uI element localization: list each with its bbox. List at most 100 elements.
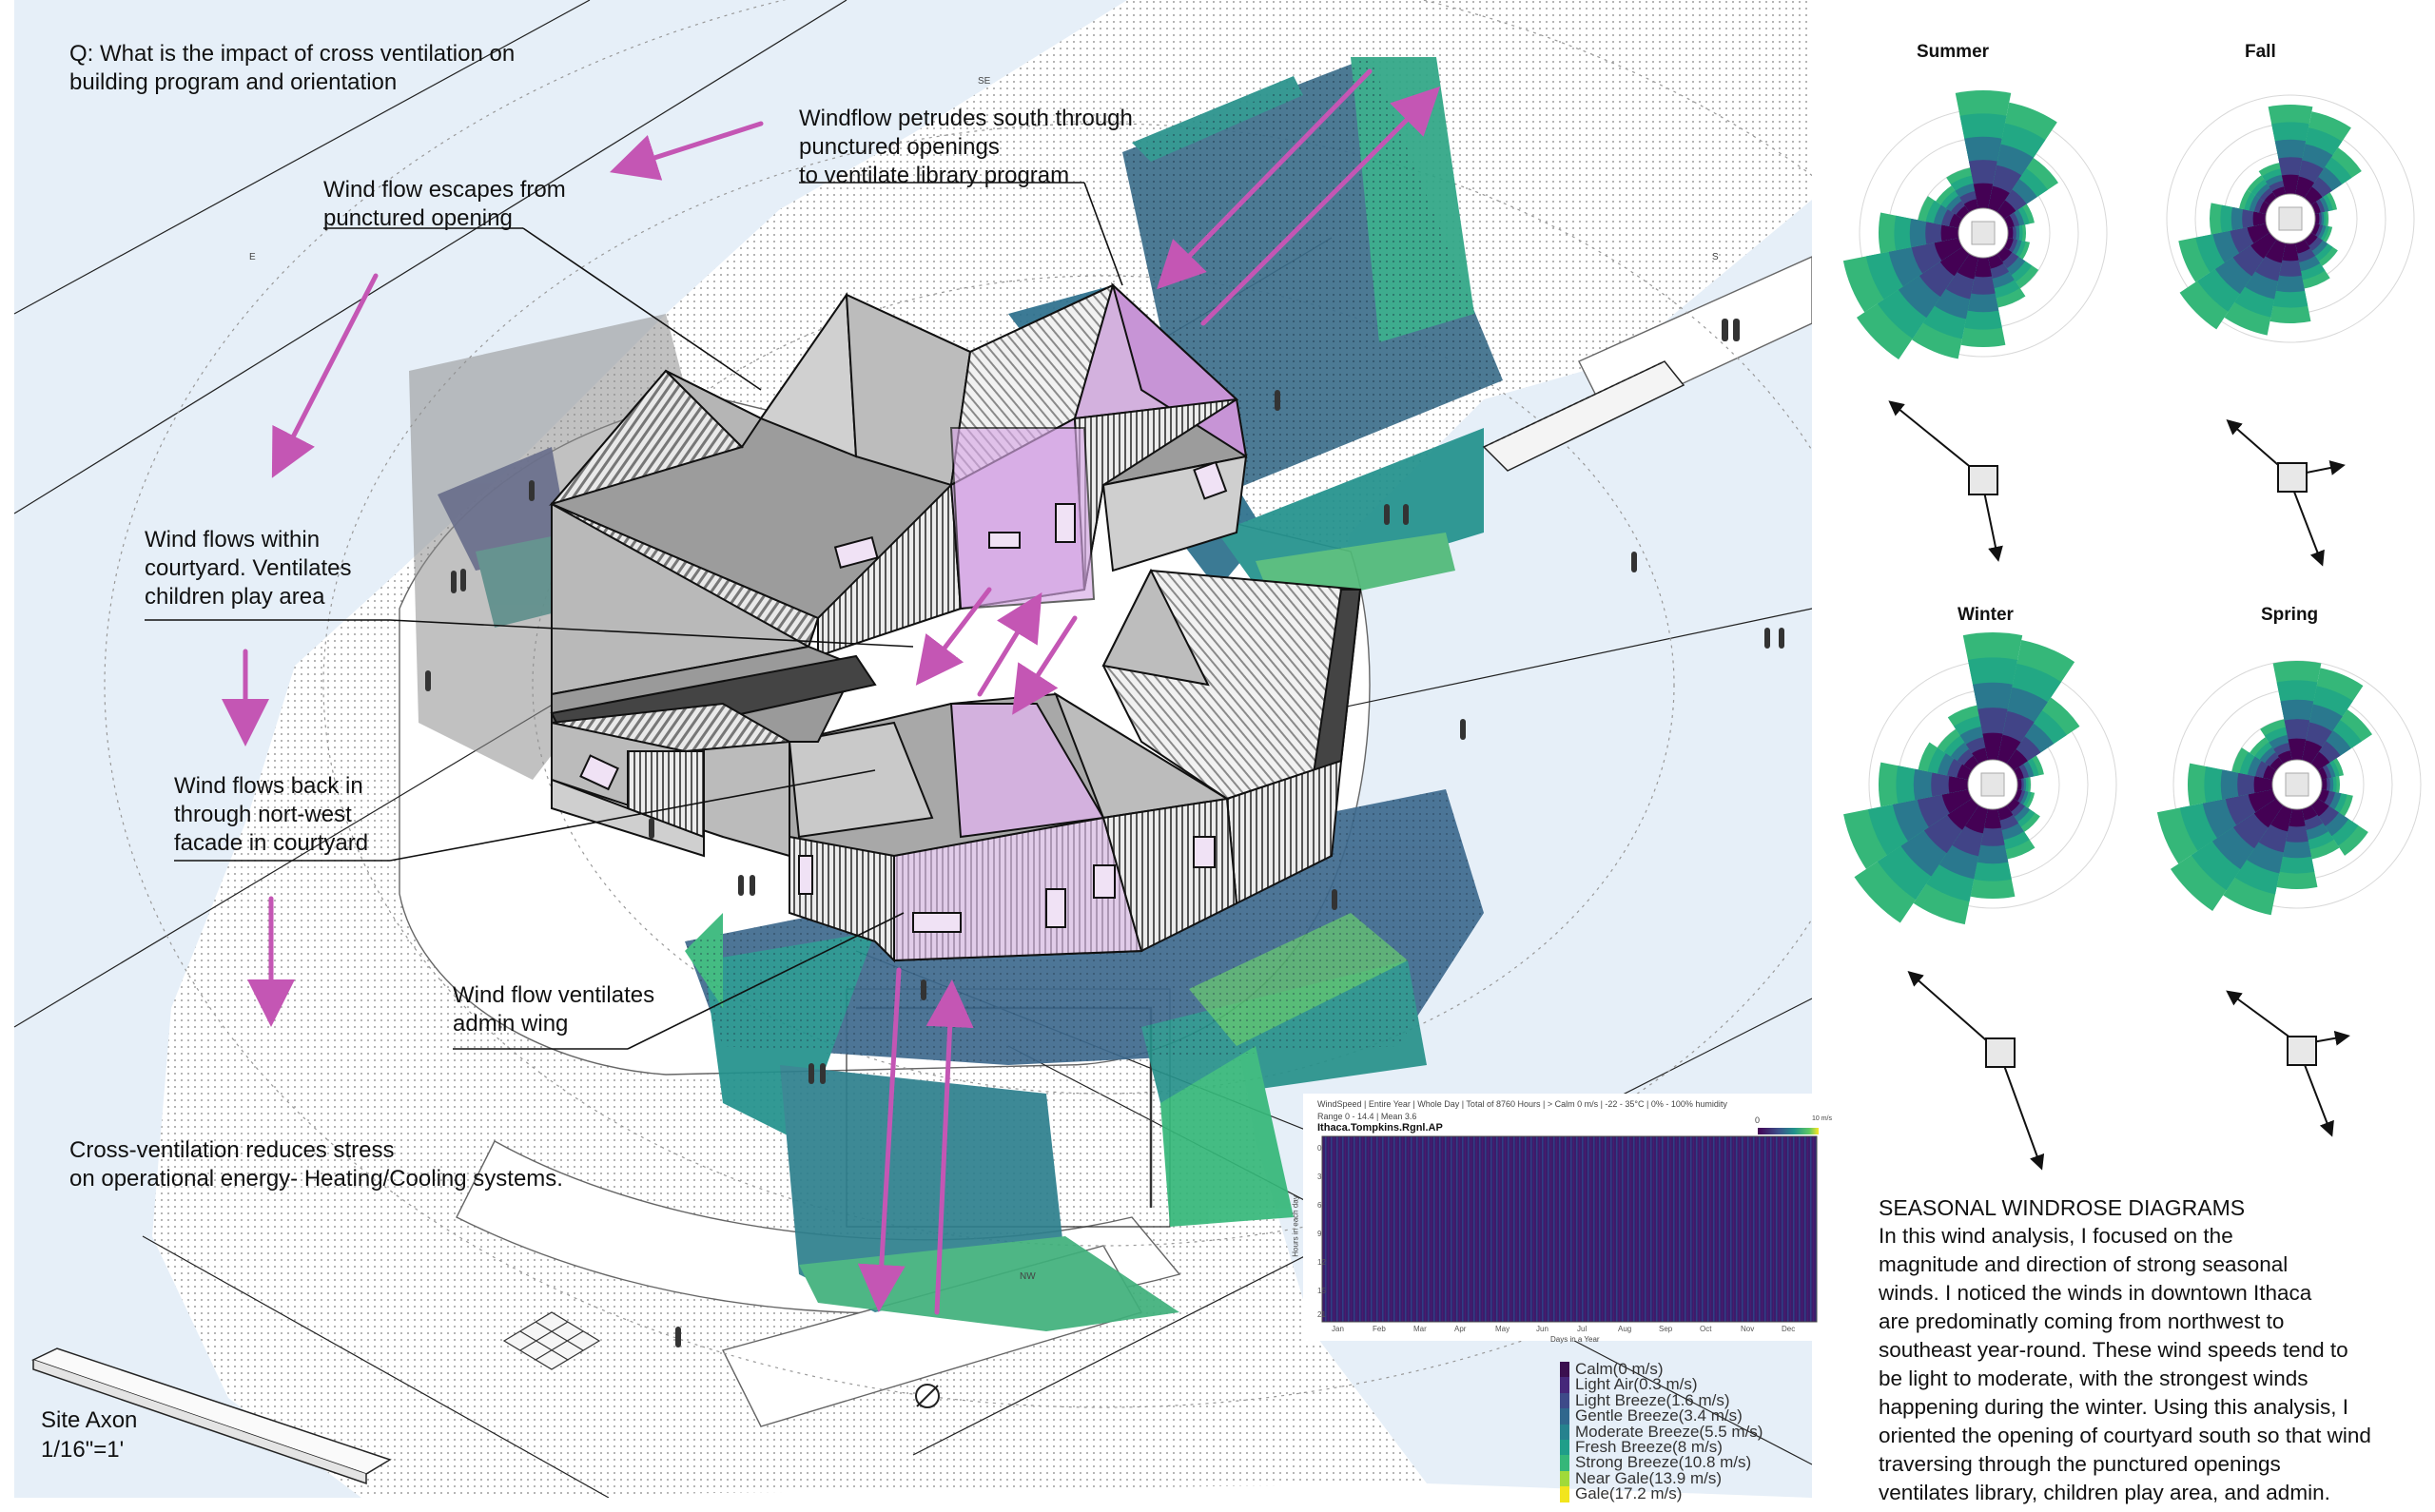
- heatmap-xlabel: Days in a Year: [1550, 1335, 1600, 1344]
- heatmap-ylabel: Hours in each day: [1291, 1195, 1300, 1257]
- legend-item: Near Gale(13.9 m/s): [1560, 1468, 1763, 1487]
- svg-text:12: 12: [1317, 1258, 1326, 1267]
- season-title-spring: Spring: [2261, 605, 2319, 625]
- svg-text:3: 3: [1317, 1173, 1322, 1181]
- legend-label: Calm(0 m/s): [1575, 1360, 1664, 1378]
- site-axon-title: Site Axon 1/16"=1': [41, 1405, 137, 1464]
- annotation-line: Wind flow ventilates: [453, 982, 655, 1008]
- question-line: building program and orientation: [69, 69, 398, 95]
- legend-label: Near Gale(13.9 m/s): [1575, 1468, 1722, 1487]
- heatmap-month-label: Aug: [1618, 1325, 1631, 1333]
- annotation-courtyard: Wind flows within courtyard. Ventilates …: [145, 526, 351, 611]
- annotation-line: Wind flow escapes from: [323, 177, 566, 203]
- legend-item: Light Air(0.3 m/s): [1560, 1375, 1763, 1394]
- heatmap-station: Ithaca.Tompkins.Rgnl.AP: [1317, 1122, 1443, 1134]
- footbridge: [1482, 360, 1685, 472]
- heatmap-month-label: Feb: [1373, 1325, 1386, 1333]
- annotation-line: to ventilate library program: [799, 163, 1070, 188]
- annotation-line: Wind flows back in: [174, 773, 363, 799]
- description-line: winds. I noticed the winds in downtown I…: [1879, 1281, 2312, 1305]
- legend-label: Light Breeze(1.6 m/s): [1575, 1390, 1730, 1409]
- description-block: SEASONAL WINDROSE DIAGRAMS In this wind …: [1879, 1193, 2430, 1507]
- spring-vector: [2226, 990, 2350, 1137]
- heatmap-month-label: Sep: [1659, 1325, 1673, 1333]
- annotation-line: on operational energy- Heating/Cooling s…: [69, 1166, 563, 1192]
- map-label-nw: NW: [1020, 1271, 1036, 1282]
- heatmap-month-label: Nov: [1741, 1325, 1754, 1333]
- windrose-winter: [1843, 631, 2117, 925]
- annotation-line: children play area: [145, 584, 325, 610]
- legend-label: Fresh Breeze(8 m/s): [1575, 1437, 1723, 1456]
- bench: [31, 1347, 392, 1485]
- heatmap-month-label: Jul: [1577, 1325, 1587, 1333]
- annotation-admin: Wind flow ventilates admin wing: [453, 981, 654, 1038]
- annotation-escape: Wind flow escapes from punctured opening: [323, 176, 566, 233]
- season-title-fall: Fall: [2245, 42, 2276, 62]
- heatmap-scale-max: 10 m/s: [1812, 1115, 1833, 1122]
- building-left-wing: [550, 645, 877, 858]
- direction-vectors: [1888, 400, 2350, 1171]
- description-line: oriented the opening of courtyard south …: [1879, 1424, 2371, 1447]
- windrose-fall: [2166, 94, 2415, 343]
- heatmap-month-label: Oct: [1700, 1325, 1712, 1333]
- heatmap-month-label: Apr: [1454, 1325, 1467, 1333]
- legend-item: Light Breeze(1.6 m/s): [1560, 1390, 1763, 1409]
- legend-label: Strong Breeze(10.8 m/s): [1575, 1453, 1752, 1472]
- fall-vector: [2226, 419, 2346, 567]
- annotation-line: punctured opening: [323, 205, 513, 231]
- annotation-windflow-south: Windflow petrudes south through puncture…: [799, 105, 1133, 190]
- heatmap-month-label: Jun: [1536, 1325, 1549, 1333]
- description-line: be light to moderate, with the strongest…: [1879, 1367, 2308, 1390]
- annotation-line: admin wing: [453, 1011, 569, 1037]
- north-arrow-icon: [915, 1384, 940, 1408]
- map-label-s: S: [1712, 252, 1719, 262]
- heatmap-scale-min: 0: [1755, 1115, 1761, 1125]
- description-line: In this wind analysis, I focused on the: [1879, 1224, 2233, 1248]
- legend-swatch: [1560, 1377, 1569, 1393]
- annotation-line: punctured openings: [799, 134, 1000, 160]
- legend-swatch: [1560, 1362, 1569, 1378]
- legend-label: Light Air(0.3 m/s): [1575, 1375, 1698, 1394]
- description-line: ventilates library, children play area, …: [1879, 1481, 2330, 1504]
- annotation-line: through nort-west: [174, 802, 352, 827]
- description-line: happening during the winter. Using this …: [1879, 1395, 2349, 1419]
- season-title-summer: Summer: [1917, 42, 1990, 62]
- svg-text:15: 15: [1317, 1287, 1326, 1295]
- building-lower-wing: [788, 568, 1362, 963]
- annotation-line: courtyard. Ventilates: [145, 555, 352, 581]
- site-axon-label: Site Axon: [41, 1407, 138, 1433]
- svg-text:21: 21: [1317, 1310, 1326, 1319]
- legend-label: Moderate Breeze(5.5 m/s): [1575, 1422, 1763, 1441]
- heatmap-month-label: May: [1495, 1325, 1510, 1333]
- svg-text:0: 0: [1317, 1144, 1322, 1153]
- winter-vector: [1907, 971, 2045, 1171]
- legend-label: Gale(17.2 m/s): [1575, 1484, 1683, 1503]
- heatmap-month-label: Mar: [1413, 1325, 1427, 1333]
- description-title: SEASONAL WINDROSE DIAGRAMS: [1879, 1195, 2246, 1220]
- legend-item: Fresh Breeze(8 m/s): [1560, 1437, 1763, 1456]
- heatmap-month-label: Jan: [1332, 1325, 1344, 1333]
- heatmap-header: WindSpeed | Entire Year | Whole Day | To…: [1317, 1099, 1727, 1109]
- windrose-summer: [1842, 90, 2108, 360]
- description-line: magnitude and direction of strong season…: [1879, 1252, 2289, 1276]
- description-line: southeast year-round. These wind speeds …: [1879, 1338, 2348, 1362]
- description-line: traversing through the punctured opening…: [1879, 1452, 2281, 1476]
- leader-lines: [145, 182, 1123, 1050]
- annotation-line: facade in courtyard: [174, 830, 369, 856]
- people-figures: [425, 319, 1784, 1347]
- svg-text:6: 6: [1317, 1201, 1322, 1210]
- legend-swatch: [1560, 1470, 1569, 1487]
- legend-swatch: [1560, 1392, 1569, 1409]
- legend-swatch: [1560, 1439, 1569, 1456]
- wind-flow-arrows: [222, 68, 1441, 1315]
- windrose-spring: [2156, 660, 2422, 916]
- question-line: Q: What is the impact of cross ventilati…: [69, 41, 516, 67]
- site-axon-scale: 1/16"=1': [41, 1437, 125, 1463]
- map-label-se: SE: [978, 76, 991, 87]
- windspeed-legend: Calm(0 m/s)Light Air(0.3 m/s)Light Breez…: [1560, 1360, 1763, 1503]
- annotation-reduces: Cross-ventilation reduces stress on oper…: [69, 1136, 563, 1193]
- legend-swatch: [1560, 1424, 1569, 1440]
- legend-item: Gentle Breeze(3.4 m/s): [1560, 1407, 1763, 1425]
